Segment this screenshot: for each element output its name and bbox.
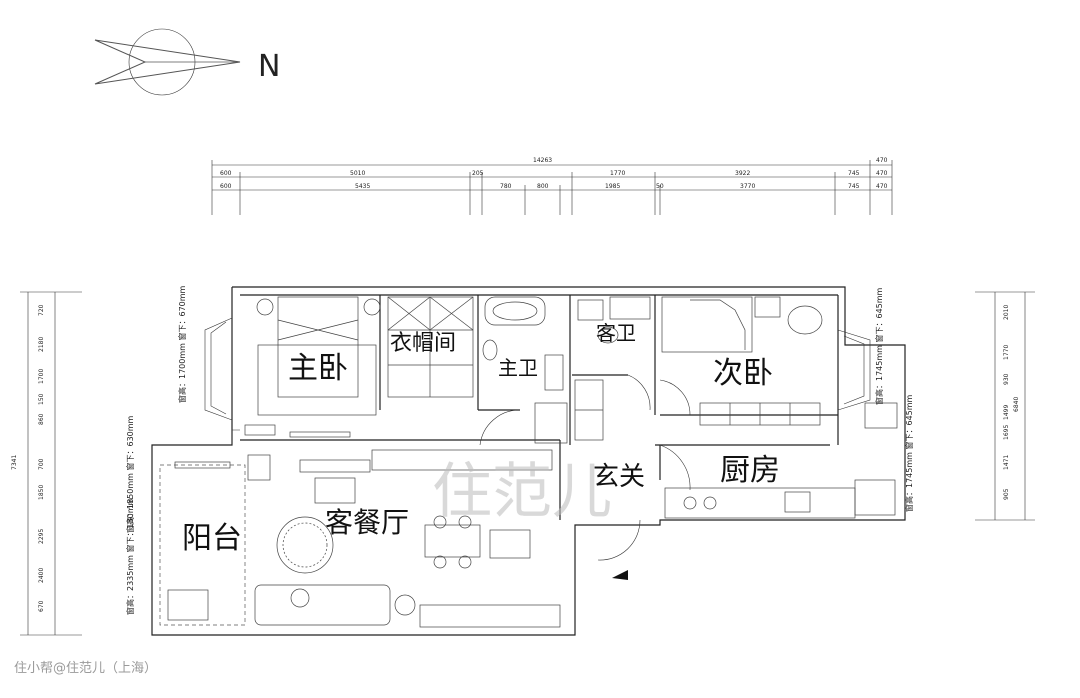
dim-right-seg-5: 1471 [1003,455,1010,470]
room-label-master-bath: 主卫 [498,356,538,380]
watermark-tag: 住小帮@住范儿（上海） [14,661,157,676]
room-label-balcony: 阳台 [182,521,242,556]
dim-left-seg-5: 700 [38,458,45,470]
dim-right-seg-0: 2010 [1003,305,1010,320]
closet-cabinets [387,296,474,398]
dim-top-row2-5: 50 [656,183,664,190]
dim-top-row1-5: 745 [848,170,860,177]
dim-left-seg-1: 2180 [38,337,45,352]
dim-right-seg-1: 1770 [1003,345,1010,360]
dim-top-row1-3: 1770 [610,170,625,177]
window-note-balcony-upper: 窗高：1850mm 窗下：630mm [125,415,135,533]
dim-top-row2-1: 5435 [355,183,370,190]
dim-right-seg-3: 1499 [1003,405,1010,420]
dim-top-row2-0: 600 [220,183,232,190]
room-label-master-bedroom: 主卧 [288,351,348,386]
guest-bath-fixtures [574,296,651,441]
dim-left-seg-4: 860 [38,413,45,425]
watermark-brand: 住范儿 [432,457,612,527]
dim-right-total: 6840 [1013,397,1020,412]
dim-top-row2-2: 780 [500,183,512,190]
window-note-kitchen: 窗高：1745mm 窗下：645mm [904,394,914,512]
top-dimensions: 14263 470 600 5010 205 1770 3922 745 470 600 54… [211,157,893,215]
room-label-walk-in-closet: 衣帽间 [390,331,456,356]
window-note-balcony-lower: 窗高：2335mm 窗下：130mm [125,497,135,615]
room-label-living-dining: 客餐厅 [325,506,409,539]
dim-right-seg-4: 1695 [1003,425,1010,440]
dim-top-row2-3: 800 [537,183,549,190]
dim-left-seg-6: 1850 [38,485,45,500]
living-dining-furniture [247,449,561,628]
room-label-second-bedroom: 次卧 [713,356,773,391]
dim-top-row1-2: 205 [472,170,484,177]
dim-top-row2-7: 745 [848,183,860,190]
dim-right-seg-2: 930 [1003,373,1010,385]
master-bedroom-furniture [244,296,381,438]
dim-top-right-total: 470 [876,157,888,164]
dim-left-seg-3: 150 [38,393,45,405]
kitchen-fixtures [664,479,896,519]
dim-left-seg-0: 720 [38,304,45,316]
dim-top-row2-4: 1985 [605,183,620,190]
dim-top-row1-4: 3922 [735,170,750,177]
master-bath-fixtures [482,296,568,444]
dim-left-seg-8: 2400 [38,568,45,583]
second-bedroom-furniture [661,296,898,429]
north-arrow: N [94,28,280,96]
room-label-entrance: 玄关 [593,462,645,492]
dim-top-row2-8: 470 [876,183,888,190]
dim-left-total: 7341 [11,455,18,470]
interior-walls [240,295,839,520]
north-label: N [258,49,280,84]
door-swings [479,374,691,580]
dim-left-seg-2: 1700 [38,369,45,384]
window-note-second-bedroom: 窗高：1745mm 窗下：645mm [874,287,884,405]
left-dimensions: 7341 720 2180 1700 150 860 700 1850 2295 2400 670 [11,291,82,636]
right-dimensions: 6840 2010 1770 930 1499 1695 1471 905 [975,291,1035,521]
dim-left-seg-7: 2295 [38,529,45,544]
balcony-outline [159,461,246,626]
outer-walls [151,286,906,636]
room-label-kitchen: 厨房 [720,453,780,488]
dim-right-seg-6: 905 [1003,488,1010,500]
dim-top-row1-0: 600 [220,170,232,177]
dim-left-seg-9: 670 [38,600,45,612]
dim-top-row1-1: 5010 [350,170,365,177]
dim-top-total: 14263 [533,157,552,164]
dim-top-row2-6: 3770 [740,183,755,190]
dim-top-row1-6: 470 [876,170,888,177]
room-label-guest-bath: 客卫 [596,321,636,345]
window-note-master-bedroom: 窗高：1700mm 窗下：670mm [177,285,187,403]
